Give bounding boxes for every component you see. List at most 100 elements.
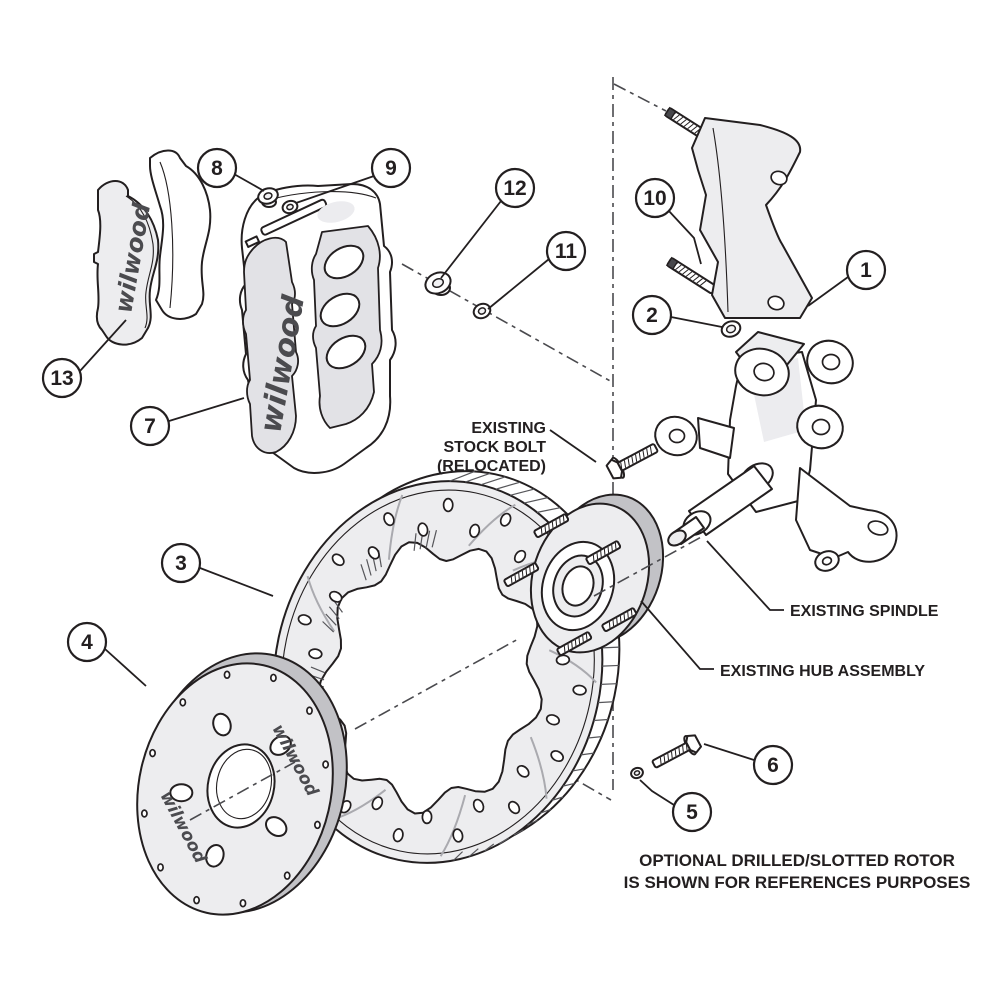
hub-wheel-stud-2-thread — [510, 577, 513, 584]
bracket-bolt-6 — [651, 734, 703, 769]
hub-wheel-stud-4 — [601, 607, 638, 633]
caliper-piston-1 — [323, 244, 365, 280]
pad-rear — [149, 149, 212, 320]
axis-segment-rotor — [354, 637, 521, 730]
bracket-stud-upper-thread — [680, 119, 687, 125]
hub-wheel-stud-1-thread — [544, 525, 547, 533]
bracket-bolt-6-head — [685, 734, 703, 754]
hat-rivet-hole — [223, 670, 231, 680]
hub-wheel-stud-5-thread — [592, 555, 595, 562]
rotor-vane-line — [523, 497, 548, 504]
hat-lug-hole — [169, 783, 194, 803]
rotor-drill-hole — [371, 796, 384, 811]
callout-3-number: 3 — [175, 552, 187, 575]
hub-studs — [503, 513, 638, 657]
pad-front-lamination — [125, 195, 154, 329]
leader-5 — [639, 779, 675, 806]
bracket-hole-lower — [767, 295, 785, 311]
spindle-tip-end — [667, 529, 687, 547]
rotor-vane-line — [468, 848, 479, 857]
bracket-bolt-6-thread — [671, 751, 673, 759]
hub-wheel-stud-3-thread — [582, 635, 584, 642]
hat-center-bore-inner — [215, 748, 273, 820]
rotor-inner-vane — [425, 530, 431, 549]
bracket-bolt-6-thread — [674, 749, 677, 757]
callout-7: 7 — [129, 405, 171, 447]
rotor-drill-hole — [513, 549, 527, 564]
callout-2: 2 — [631, 294, 673, 336]
callout-2-circle — [631, 294, 673, 336]
bracket-stud-upper-thread — [687, 123, 694, 130]
callout-8-circle — [196, 147, 238, 189]
hub-wheel-stud-4-thread — [623, 613, 626, 620]
steering-arm-hole — [867, 520, 889, 536]
hat-lug-hole — [212, 712, 232, 737]
bracket-stud-lower-thread — [692, 275, 700, 282]
washer-5-bore — [633, 770, 641, 776]
bracket-stud-lower-thread — [696, 278, 703, 284]
hub-wheel-stud-2-thread — [529, 566, 531, 573]
rotor-vane-line — [580, 752, 594, 756]
hub-wheel-stud-2-thread — [514, 574, 517, 582]
leader-8 — [233, 173, 265, 192]
hub-wheel-stud-5-thread — [596, 552, 599, 560]
rotor-vane-line — [536, 507, 561, 513]
bracket-stud-upper-thread — [690, 125, 698, 132]
rotor-vane-line — [551, 796, 564, 801]
rotor-slot — [529, 736, 548, 799]
hat-rivet-holes — [140, 670, 330, 908]
rotor-drill-hole — [469, 523, 481, 538]
leader-11 — [487, 258, 550, 310]
callout-4: 4 — [66, 621, 108, 663]
rotor-drill-hole — [555, 654, 571, 666]
hub-wheel-stud-5-thread — [607, 546, 610, 553]
hub-wheel-stud-1-thread — [548, 523, 550, 531]
bleed-screw-body — [244, 235, 261, 248]
leader-1 — [807, 276, 849, 307]
rotor-vane-line — [499, 837, 510, 845]
callouts: 1 2 3 4 5 6 7 8 9 10 11 12 13 — [41, 147, 887, 833]
callout-7-circle — [129, 405, 171, 447]
hub-wheel-stud-3-thread — [571, 641, 573, 649]
callout-8: 8 — [196, 147, 238, 189]
stock-bolt-shaft — [617, 443, 659, 472]
footnote-line1: OPTIONAL DRILLED/SLOTTED ROTOR — [639, 851, 955, 870]
hub-wheel-stud-4-thread — [612, 619, 615, 627]
bracket-stud-upper-tip — [663, 106, 677, 121]
rotor-drill-hole — [308, 648, 323, 660]
rotor-vane-line — [602, 664, 619, 667]
callout-10: 10 — [634, 177, 676, 219]
hub-wheel-stud-5 — [585, 540, 622, 566]
callout-9-number: 9 — [385, 157, 397, 180]
bracket-stud-upper-thread — [676, 116, 684, 123]
rotor-vane-line — [453, 851, 463, 861]
hub-wheel-stud-5-thread — [611, 544, 613, 551]
callout-13-circle — [41, 357, 83, 399]
hub-bore — [561, 565, 595, 607]
caliper-bleed-screw — [244, 235, 261, 248]
stock-bolt-thread — [623, 460, 627, 468]
rotor-vane-line — [593, 718, 609, 722]
rotor-inner-vane — [322, 621, 335, 633]
rotor-vane-line — [539, 808, 551, 814]
callout-11: 11 — [545, 230, 587, 272]
callout-12-circle — [494, 167, 536, 209]
hub-label: EXISTING HUB ASSEMBLY — [720, 663, 925, 680]
caliper-piston-3 — [325, 334, 367, 370]
bracket-stud-lower-thread — [685, 271, 693, 277]
leader-2 — [670, 316, 723, 328]
hub-wheel-stud-1 — [533, 513, 570, 539]
rotor-inner-vane — [328, 606, 340, 620]
rotor-vane-line — [480, 476, 506, 486]
callout-1: 1 — [845, 249, 887, 291]
rotor-vane-line — [572, 768, 585, 772]
hub-wheel-stud-1-thread — [551, 521, 554, 528]
caliper-outer-panel — [242, 236, 299, 454]
rotor-drill-hole — [572, 684, 587, 696]
rotor-drill-hole — [392, 828, 404, 843]
callout-13: 13 — [41, 357, 83, 399]
leader-12 — [440, 200, 502, 279]
rotor-vane-line — [588, 736, 602, 739]
rotor-vane-line — [598, 701, 614, 704]
rotor-inner-vane — [431, 530, 438, 548]
